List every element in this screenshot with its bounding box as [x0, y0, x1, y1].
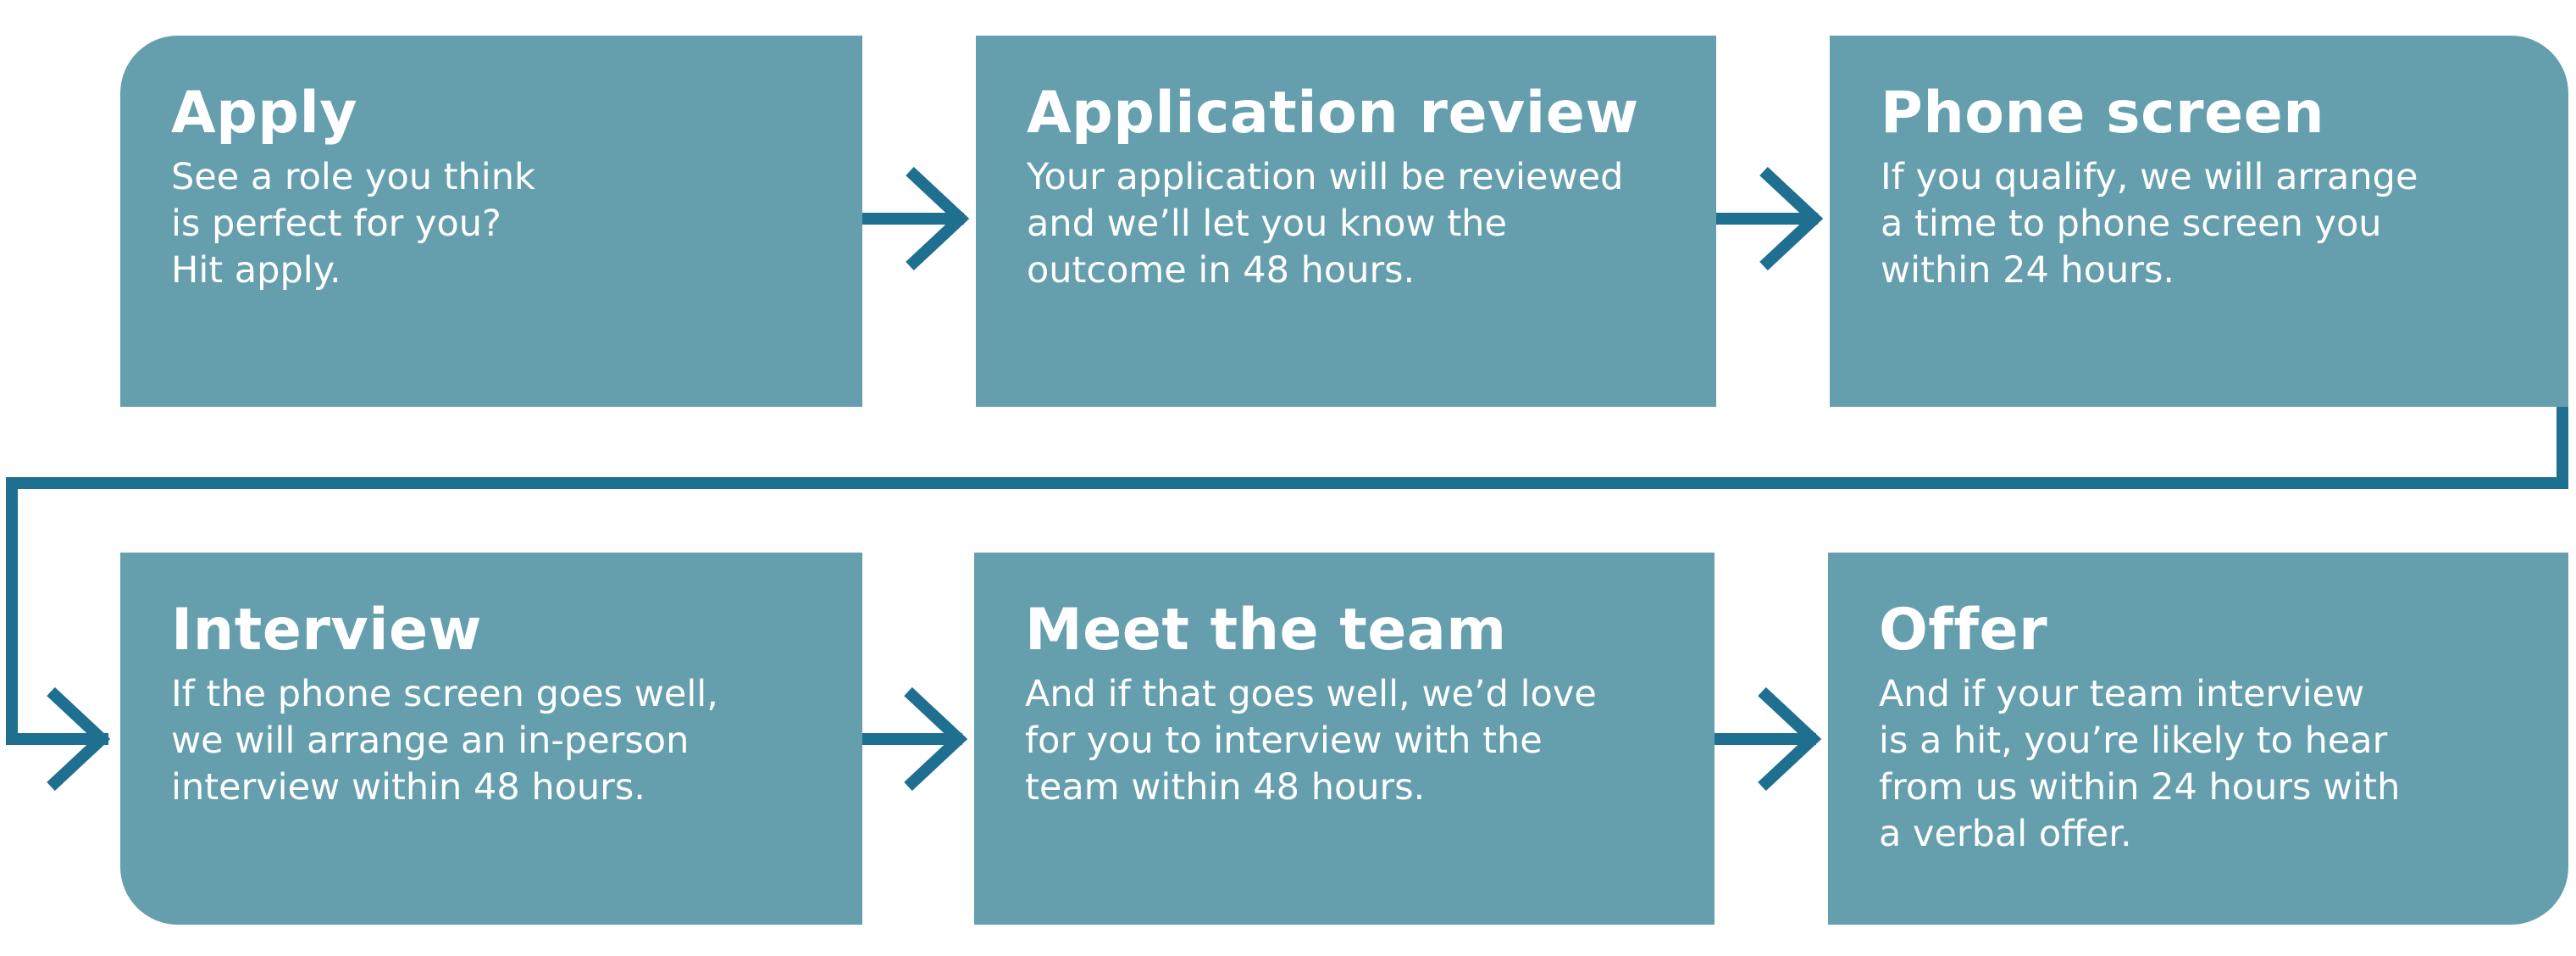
- step-description: And if that goes well, we’d love for you…: [1025, 671, 1665, 811]
- step-title: Meet the team: [1025, 597, 1507, 664]
- step-title: Phone screen: [1881, 80, 2325, 147]
- step-description-line: Your application will be reviewed: [1027, 156, 1624, 198]
- step-description-line: Hit apply.: [171, 249, 341, 292]
- step-application-review: Application review Your application will…: [976, 36, 1716, 407]
- arrowhead-icon: [904, 686, 968, 792]
- step-description-line: interview within 48 hours.: [171, 766, 645, 809]
- step-description-line: See a role you think: [171, 156, 535, 198]
- step-title: Apply: [171, 80, 358, 147]
- step-description-line: from us within 24 hours with: [1879, 766, 2401, 809]
- arrowhead-icon: [906, 166, 970, 271]
- step-apply: Apply See a role you think is perfect fo…: [120, 36, 862, 407]
- step-description-line: outcome in 48 hours.: [1027, 249, 1415, 292]
- step-description-line: we will arrange an in-person: [171, 720, 690, 762]
- step-description-line: is a hit, you’re likely to hear: [1879, 720, 2388, 762]
- step-description-line: is perfect for you?: [171, 203, 501, 245]
- step-offer: Offer And if your team interview is a hi…: [1828, 553, 2568, 925]
- step-description-line: for you to interview with the: [1025, 720, 1543, 762]
- step-description-line: a verbal offer.: [1879, 813, 2132, 855]
- arrowhead-icon: [1759, 166, 1824, 271]
- step-description-line: and we’ll let you know the: [1027, 203, 1507, 245]
- step-description-line: And if your team interview: [1879, 673, 2365, 715]
- step-title: Application review: [1027, 80, 1639, 147]
- step-meet-the-team: Meet the team And if that goes well, we’…: [974, 553, 1715, 925]
- step-description: If the phone screen goes well, we will a…: [171, 671, 813, 811]
- step-title: Offer: [1879, 597, 2048, 664]
- step-description-line: a time to phone screen you: [1881, 203, 2382, 245]
- step-description-line: within 24 hours.: [1881, 249, 2175, 292]
- step-description-line: If the phone screen goes well,: [171, 673, 718, 715]
- arrowhead-icon: [47, 686, 111, 792]
- step-interview: Interview If the phone screen goes well,…: [120, 553, 862, 925]
- arrowhead-icon: [1758, 686, 1822, 792]
- step-phone-screen: Phone screen If you qualify, we will arr…: [1830, 36, 2568, 407]
- step-description: See a role you think is perfect for you?…: [171, 154, 813, 294]
- step-description-line: And if that goes well, we’d love: [1025, 673, 1597, 715]
- step-description: Your application will be reviewed and we…: [1027, 154, 1667, 294]
- connector-phone-to-interview: [6, 407, 2568, 745]
- step-description: And if your team interview is a hit, you…: [1879, 671, 2519, 858]
- step-description-line: team within 48 hours.: [1025, 766, 1426, 809]
- step-description-line: If you qualify, we will arrange: [1881, 156, 2418, 198]
- step-title: Interview: [171, 597, 482, 664]
- step-description: If you qualify, we will arrange a time t…: [1881, 154, 2519, 294]
